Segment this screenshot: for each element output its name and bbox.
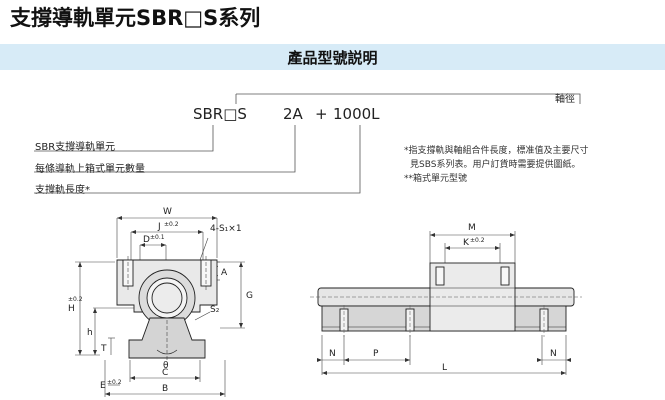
label-series: SBR支撐導軌單元 — [35, 142, 116, 153]
dim-T: T — [100, 344, 107, 354]
dim-G: G — [246, 291, 253, 301]
dim-S2: S₂ — [210, 305, 220, 315]
banner-title: 產品型號説明 — [287, 49, 378, 67]
dim-K: K — [463, 238, 470, 248]
dim-h: h — [87, 328, 93, 338]
dim-C: C — [162, 368, 168, 378]
leader-length — [34, 125, 361, 194]
page-title: 支撐導軌單元SBR□S系列 — [10, 6, 261, 30]
leader-series — [34, 125, 214, 152]
code-blocks: 2A — [283, 105, 303, 123]
dim-J-tolerance: ±0.2 — [164, 221, 179, 228]
leader-shaft-diameter — [236, 93, 581, 104]
dim-M: M — [468, 223, 476, 233]
label-blocks-per-rail: 每條導軌上箱式單元數量 — [35, 164, 145, 175]
front-view-drawing: W J ±0.2 D ±0.1 4-S₁×1 A G H ±0.2 h S₂ T… — [68, 207, 253, 397]
code-length: 1000L — [333, 105, 380, 123]
dim-E-tolerance: ±0.2 — [107, 379, 122, 386]
label-rail-length: 支撐軌長度* — [35, 185, 90, 196]
dim-D-tolerance: ±0.1 — [150, 234, 165, 241]
note-line-2: 見SBS系列表。用户訂貨時需要提供圖紙。 — [410, 160, 581, 170]
code-series: SBR□S — [193, 105, 247, 123]
note-line-1: *指支撐軌與軸組合件長度，標准值及主要尺寸 — [404, 146, 589, 156]
dim-L: L — [442, 363, 447, 373]
label-shaft-diameter: 軸徑 — [555, 94, 575, 105]
section-banner: 產品型號説明 — [0, 44, 665, 70]
dim-A: A — [221, 268, 228, 278]
dim-P: P — [373, 349, 379, 359]
dim-theta: θ — [163, 361, 169, 371]
dim-W: W — [163, 207, 172, 217]
dim-K-tolerance: ±0.2 — [470, 237, 485, 244]
dim-E: E — [100, 381, 106, 391]
dim-J: J — [157, 222, 161, 232]
code-plus: + — [315, 105, 328, 123]
dim-B: B — [162, 384, 168, 394]
dim-N-left: N — [329, 349, 336, 359]
dim-H-tolerance: ±0.2 — [68, 296, 83, 303]
side-view-drawing: M K ±0.2 N P N L — [310, 223, 582, 375]
dim-N-right: N — [550, 349, 557, 359]
dim-H: H — [68, 304, 75, 314]
note-line-3: **箱式單元型號 — [404, 174, 468, 184]
dim-mounting-holes: 4-S₁×1 — [210, 224, 242, 234]
leader-blocks — [34, 125, 296, 173]
dim-D: D — [143, 235, 150, 245]
